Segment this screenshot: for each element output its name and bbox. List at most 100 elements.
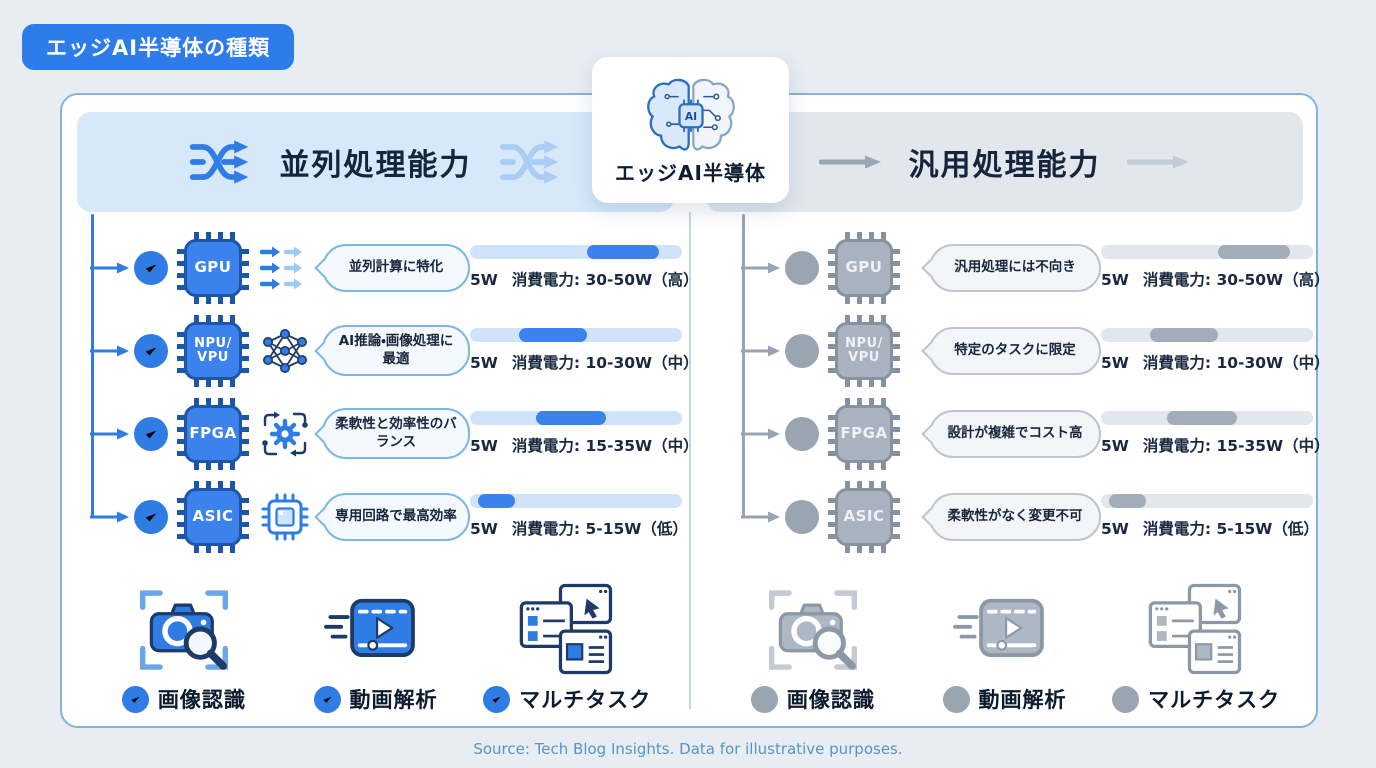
power-label: 消費電力: 15-35W（中） — [1142, 437, 1330, 455]
power-min-label: 5W — [470, 520, 498, 538]
npu-chip-icon: NPU/VPU — [177, 314, 249, 387]
feature-bubble: 並列計算に特化 — [322, 243, 470, 292]
main-panel: 並列処理能力 GPU 並列計算に特化 5W 消費電力: 30-50W（高） NPU… — [60, 57, 1330, 728]
source-note: Source: Tech Blog Insights. Data for ill… — [473, 740, 903, 758]
check-icon — [313, 685, 341, 713]
capability-video-analysis: 動画解析 — [909, 558, 1101, 714]
gpu-chip-icon: GPU — [828, 231, 900, 304]
long-arrow-icon — [819, 154, 883, 170]
power-min-label: 5W — [470, 354, 498, 372]
branch-arrow-icon — [741, 262, 780, 273]
branch-arrow-icon — [741, 428, 780, 439]
power-min-label: 5W — [1101, 271, 1129, 289]
asic-chip-icon: ASIC — [177, 480, 249, 553]
capability-video-analysis: 動画解析 — [280, 558, 472, 714]
panel-divider — [689, 212, 691, 709]
capability-multitask: マルチタスク — [1100, 558, 1292, 714]
cross-icon — [750, 685, 778, 713]
branch-arrow-icon — [741, 511, 780, 522]
power-gauge: 5W 消費電力: 10-30W（中） — [470, 328, 699, 373]
cross-icon — [785, 499, 819, 534]
general-header: 汎用処理能力 — [706, 112, 1303, 212]
ai-brain-icon — [645, 75, 737, 155]
limitation-bubble: 柔軟性がなく変更不可 — [929, 492, 1101, 541]
asic-row: ASIC 専用回路で最高効率 5W 消費電力: 5-15W（低） — [62, 475, 689, 558]
center-card-label: エッジAI半導体 — [615, 160, 766, 185]
power-gauge: 5W 消費電力: 5-15W（低） — [470, 494, 688, 539]
check-icon — [483, 685, 511, 713]
long-arrow-light-icon — [1127, 154, 1191, 170]
npu-chip-icon: NPU/VPU — [828, 314, 900, 387]
parallel-processing-panel: 並列処理能力 GPU 並列計算に特化 5W 消費電力: 30-50W（高） NPU… — [62, 95, 699, 726]
fpga-chip-icon: FPGA — [177, 397, 249, 470]
general-processing-panel: 汎用処理能力 GPU 汎用処理には不向き 5W 消費電力: 30-50W（高） N… — [691, 95, 1330, 726]
parallel-header: 並列処理能力 — [77, 112, 674, 212]
check-icon — [121, 685, 149, 713]
check-icon — [134, 416, 168, 451]
multi-window-icon — [1140, 578, 1252, 680]
feature-bubble: 柔軟性と効率性のバランス — [322, 407, 470, 460]
asic-chip-icon: ASIC — [828, 480, 900, 553]
power-gauge: 5W 消費電力: 30-50W（高） — [1101, 245, 1330, 290]
fpga-chip-icon: FPGA — [828, 397, 900, 470]
branch-arrow-icon — [90, 262, 129, 273]
branch-arrow-icon — [90, 511, 129, 522]
check-icon — [134, 250, 168, 285]
cross-icon — [785, 416, 819, 451]
power-label: 消費電力: 5-15W（低） — [511, 520, 688, 538]
power-min-label: 5W — [1101, 437, 1129, 455]
shuffle-arrows-light-icon — [498, 137, 564, 187]
video-play-icon — [949, 578, 1061, 680]
cross-icon — [785, 250, 819, 285]
neural-network-icon — [258, 324, 312, 378]
capability-multitask: マルチタスク — [471, 558, 663, 714]
npu-row: NPU/VPU AI推論・画像処理に最適 5W 消費電力: 10-30W（中） — [62, 309, 699, 392]
power-label: 消費電力: 30-50W（高） — [511, 271, 699, 289]
cross-icon — [942, 685, 970, 713]
power-min-label: 5W — [470, 437, 498, 455]
power-label: 消費電力: 30-50W（高） — [1142, 271, 1330, 289]
gpu-row: GPU 並列計算に特化 5W 消費電力: 30-50W（高） — [62, 226, 699, 309]
gpu-chip-icon: GPU — [177, 231, 249, 304]
power-gauge: 5W 消費電力: 15-35W（中） — [470, 411, 699, 456]
power-gauge: 5W 消費電力: 10-30W（中） — [1101, 328, 1330, 373]
power-gauge: 5W 消費電力: 30-50W（高） — [470, 245, 699, 290]
tree-connector-line — [91, 214, 94, 518]
video-play-icon — [320, 578, 432, 680]
parallel-header-label: 並列処理能力 — [279, 148, 472, 183]
mini-chip-icon — [258, 490, 312, 544]
limitation-bubble: 設計が複雑でコスト高 — [929, 409, 1101, 458]
feature-bubble: 専用回路で最高効率 — [322, 492, 470, 541]
limitation-bubble: 汎用処理には不向き — [929, 243, 1101, 292]
cross-icon — [785, 333, 819, 368]
cross-icon — [1112, 685, 1140, 713]
branch-arrow-icon — [90, 428, 129, 439]
power-min-label: 5W — [1101, 520, 1129, 538]
branch-arrow-icon — [741, 345, 780, 356]
capability-image-recognition: 画像認識 — [717, 558, 909, 714]
feature-bubble: AI推論・画像処理に最適 — [322, 324, 470, 377]
multi-window-icon — [511, 578, 623, 680]
gpu-row: GPU 汎用処理には不向き 5W 消費電力: 30-50W（高） — [691, 226, 1330, 309]
camera-search-icon — [128, 578, 240, 680]
power-label: 消費電力: 10-30W（中） — [511, 354, 699, 372]
general-header-label: 汎用処理能力 — [908, 148, 1101, 183]
fpga-row: FPGA 設計が複雑でコスト高 5W 消費電力: 15-35W（中） — [691, 392, 1330, 475]
check-icon — [134, 333, 168, 368]
branch-arrow-icon — [90, 345, 129, 356]
capability-image-recognition: 画像認識 — [88, 558, 280, 714]
check-icon — [134, 499, 168, 534]
shuffle-arrows-icon — [188, 137, 254, 187]
gear-sync-icon — [258, 407, 312, 461]
power-min-label: 5W — [1101, 354, 1129, 372]
page-title: エッジAI半導体の種類 — [22, 24, 295, 70]
tree-connector-line — [742, 214, 745, 518]
fpga-row: FPGA 柔軟性と効率性のバランス 5W 消費電力: 15-35W（中） — [62, 392, 699, 475]
power-min-label: 5W — [470, 271, 498, 289]
power-label: 消費電力: 15-35W（中） — [511, 437, 699, 455]
camera-search-icon — [757, 578, 869, 680]
power-label: 消費電力: 10-30W（中） — [1142, 354, 1330, 372]
